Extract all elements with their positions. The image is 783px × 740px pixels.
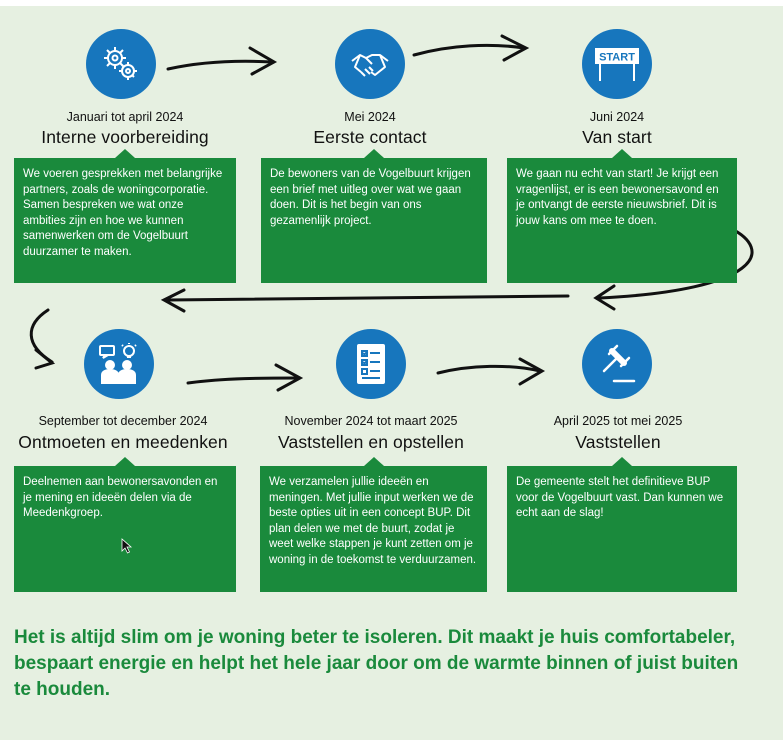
step-title: Eerste contact xyxy=(313,127,427,147)
step-date: Januari tot april 2024 xyxy=(66,110,184,124)
footer-text: Het is altijd slim om je woning beter te… xyxy=(14,627,739,700)
step-date: November 2024 tot maart 2025 xyxy=(284,414,458,428)
step-description: De gemeente stelt het definitieve BUP vo… xyxy=(507,457,737,592)
step-description: De bewoners van de Vogelbuurt krijgen ee… xyxy=(261,149,487,283)
step-title: Van start xyxy=(582,127,652,147)
step-date: Mei 2024 xyxy=(344,110,396,124)
step-title: Interne voorbereiding xyxy=(41,127,209,147)
svg-text:START: START xyxy=(599,52,635,64)
step-date: April 2025 tot mei 2025 xyxy=(553,414,683,428)
step-date: Juni 2024 xyxy=(589,110,645,124)
step-title: Ontmoeten en meedenken xyxy=(18,432,228,452)
checklist-icon xyxy=(336,329,406,399)
step-title: Vaststellen xyxy=(575,432,661,452)
handshake-icon xyxy=(335,29,405,99)
step-date: September tot december 2024 xyxy=(38,414,208,428)
step-title: Vaststellen en opstellen xyxy=(278,432,464,452)
gears-icon xyxy=(86,29,156,99)
step-description: We gaan nu echt van start! Je krijgt een… xyxy=(507,149,737,283)
people-ideas-icon xyxy=(84,329,154,399)
step-description: We voeren gesprekken met belangrijke par… xyxy=(14,149,236,283)
mouse-cursor-icon xyxy=(121,538,133,554)
gavel-icon xyxy=(582,329,652,399)
start-sign-icon: START xyxy=(582,29,652,99)
step-description: Deelnemen aan bewonersavonden en je meni… xyxy=(14,457,236,592)
step-description: We verzamelen jullie ideeën en meningen.… xyxy=(260,457,487,592)
